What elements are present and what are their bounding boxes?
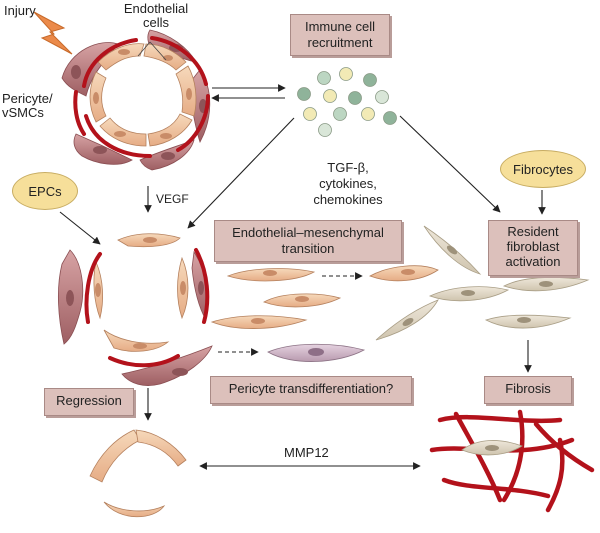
injury-label: Injury: [4, 3, 36, 18]
pericyte-transdifferentiation-box: Pericyte transdifferentiation?: [210, 376, 412, 404]
middle-pericytes: [57, 249, 213, 386]
endmt-box: Endothelial–mesenchymal transition: [214, 220, 402, 262]
immune-recruitment-box: Immune cell recruitment: [290, 14, 390, 56]
middle-vessel: [57, 233, 213, 386]
middle-basement: [84, 248, 210, 368]
endmt-cells: [210, 265, 439, 329]
endothelial-cells: [89, 43, 197, 147]
fibrosis-box: Fibrosis: [484, 376, 572, 404]
fibrocytes-oval: Fibrocytes: [500, 150, 586, 188]
basement-membrane: [73, 36, 210, 158]
mmp12-label: MMP12: [284, 445, 329, 460]
middle-endothelial: [93, 233, 189, 352]
regressed-vessel: [89, 429, 187, 518]
arrow-immune-to-vessel: [187, 117, 295, 229]
top-vessel: [61, 29, 211, 171]
fibrosis-cell-nucleus: [485, 445, 499, 451]
arrows: [59, 84, 546, 470]
fibroblasts: [375, 225, 590, 341]
transdifferentiating-nucleus: [308, 348, 324, 356]
epcs-oval: EPCs: [12, 172, 78, 210]
resident-fibroblast-box: Resident fibroblast activation: [488, 220, 578, 276]
collagen-fibers: [429, 409, 595, 513]
pericyte-vsmcs-label: Pericyte/ vSMCs: [2, 91, 53, 120]
arrow-immune-to-fibroblast: [399, 115, 501, 213]
cytokines-label: TGF-β, cytokines, chemokines: [313, 160, 383, 207]
endothelial-pointer: [137, 41, 167, 61]
regression-box: Regression: [44, 388, 134, 416]
endothelial-cells-label: Endothelial cells: [123, 1, 189, 30]
immune-cells: [297, 67, 397, 137]
arrow-epcs: [59, 211, 101, 245]
injury-lightning-icon: [33, 11, 73, 55]
vegf-label: VEGF: [156, 192, 189, 206]
